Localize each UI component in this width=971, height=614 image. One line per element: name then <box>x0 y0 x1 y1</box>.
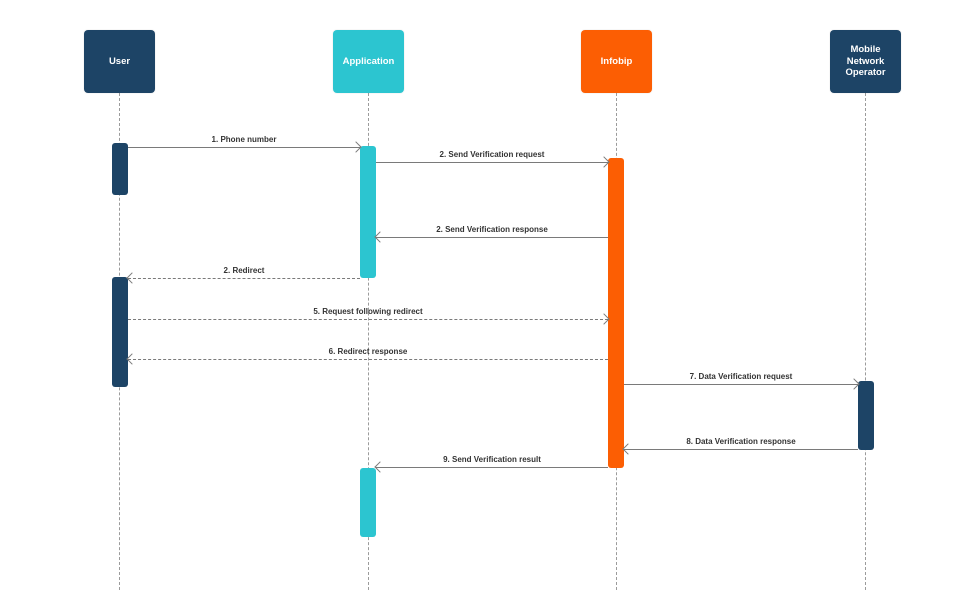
message-send-verification-response-label: 2. Send Verification response <box>436 225 548 234</box>
actor-infobip-label: Infobip <box>600 55 633 67</box>
message-line <box>128 278 360 279</box>
actor-user: User <box>84 30 155 93</box>
lifeline-mobile-network-operator <box>865 93 866 590</box>
actor-infobip: Infobip <box>581 30 652 93</box>
message-data-verification-request-label: 7. Data Verification request <box>689 372 793 381</box>
message-redirect-response-label: 6. Redirect response <box>328 347 408 356</box>
actor-mobile-network-operator-label: Mobile Network Operator <box>845 43 886 79</box>
message-send-verification-request-label: 2. Send Verification request <box>439 150 545 159</box>
message-line <box>376 237 608 238</box>
message-request-following-redirect-label: 5. Request following redirect <box>313 307 423 316</box>
message-line <box>128 319 608 320</box>
actor-application-label: Application <box>342 55 395 67</box>
message-line <box>624 384 858 385</box>
activation-user-2 <box>112 277 128 387</box>
activation-user-1 <box>112 143 128 195</box>
message-line <box>624 449 858 450</box>
activation-application-2 <box>360 468 376 537</box>
lifeline-application <box>368 93 369 590</box>
message-phone-number-label: 1. Phone number <box>211 135 277 144</box>
activation-application-1 <box>360 146 376 278</box>
message-line <box>128 359 608 360</box>
message-redirect-label: 2. Redirect <box>223 266 265 275</box>
activation-infobip <box>608 158 624 468</box>
actor-application: Application <box>333 30 404 93</box>
actor-user-label: User <box>108 55 131 67</box>
activation-mobile-network-operator <box>858 381 874 450</box>
actor-mobile-network-operator: Mobile Network Operator <box>830 30 901 93</box>
message-line <box>128 147 360 148</box>
message-line <box>376 467 608 468</box>
message-line <box>376 162 608 163</box>
message-send-verification-result-label: 9. Send Verification result <box>443 455 541 464</box>
message-data-verification-response-label: 8. Data Verification response <box>686 437 796 446</box>
